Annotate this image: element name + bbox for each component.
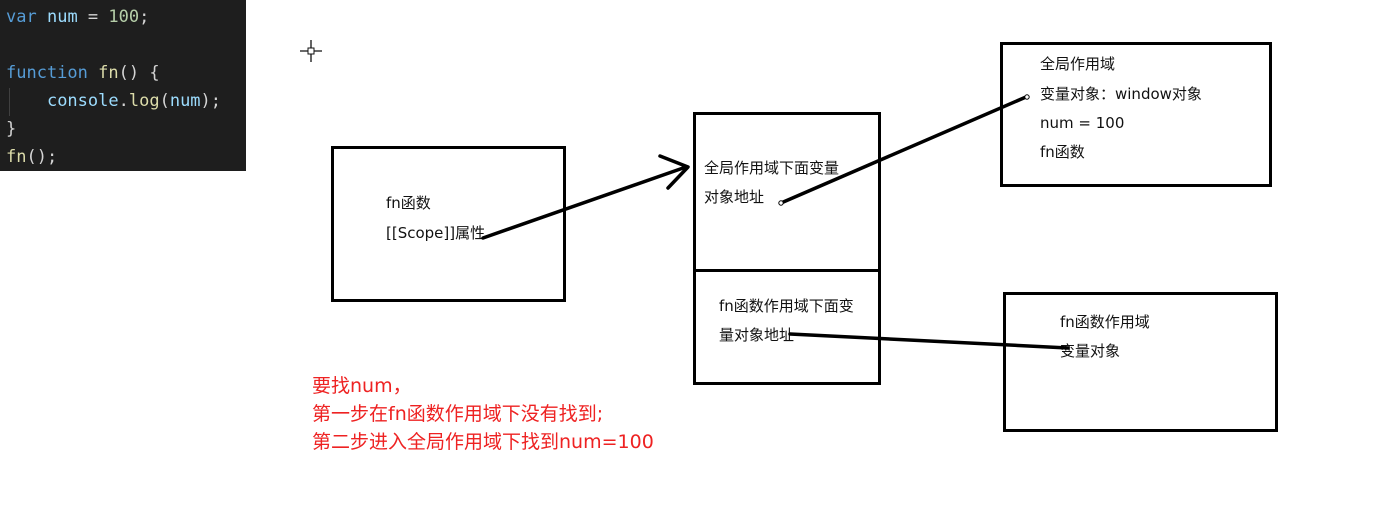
code-line-5: } bbox=[6, 119, 17, 139]
keyword-function: function bbox=[6, 63, 88, 83]
note-line-2: 第一步在fn函数作用域下没有找到; bbox=[312, 403, 604, 425]
crosshair-cursor-icon bbox=[300, 40, 322, 62]
fn-function-box bbox=[331, 146, 566, 302]
fn-ref-label-line1: fn函数作用域下面变 bbox=[719, 297, 854, 315]
fn-ref-label-line2: 量对象地址 bbox=[719, 326, 795, 344]
fn-scope-box bbox=[1003, 292, 1278, 432]
fn-var-object-label: 变量对象 bbox=[1060, 342, 1121, 360]
global-var-object-label: 变量对象：window对象 bbox=[1040, 85, 1202, 103]
scope-pointer-arrow bbox=[481, 165, 688, 240]
global-scope-title: 全局作用域 bbox=[1040, 55, 1116, 73]
fn-ref-link bbox=[788, 332, 1070, 350]
fn-scope-title: fn函数作用域 bbox=[1060, 313, 1150, 331]
function-name: fn bbox=[98, 63, 119, 83]
code-editor-panel: var num = 100; function fn() { console.l… bbox=[0, 0, 246, 171]
code-line-4: console.log(num); bbox=[6, 87, 221, 115]
variable-num: num bbox=[46, 7, 78, 27]
call-function-name: fn bbox=[6, 147, 27, 167]
member-dot: . bbox=[118, 91, 129, 111]
num-value-label: num = 100 bbox=[1040, 114, 1125, 132]
console-object: console bbox=[46, 91, 119, 111]
fn-function-title: fn函数 bbox=[386, 194, 431, 212]
log-method: log bbox=[128, 91, 160, 111]
semicolon: ; bbox=[139, 7, 150, 27]
global-ref-link-end-dot bbox=[1024, 94, 1030, 100]
argument-num: num bbox=[169, 91, 201, 111]
global-ref-link bbox=[779, 95, 1028, 205]
number-literal: 100 bbox=[108, 7, 140, 27]
call-parens: (); bbox=[26, 147, 58, 167]
assign-operator: = bbox=[77, 7, 109, 27]
note-line-1: 要找num， bbox=[312, 375, 412, 397]
code-line-6: fn(); bbox=[6, 143, 57, 171]
function-signature: () { bbox=[118, 63, 160, 83]
open-paren: ( bbox=[159, 91, 170, 111]
indent-guide bbox=[9, 88, 10, 116]
fn-item-label: fn函数 bbox=[1040, 143, 1085, 161]
close-paren: ); bbox=[200, 91, 222, 111]
global-ref-label-line1: 全局作用域下面变量 bbox=[704, 159, 840, 177]
scope-property-label: [[Scope]]属性 bbox=[386, 224, 486, 242]
code-line-3: function fn() { bbox=[6, 59, 160, 87]
global-ref-link-start-dot bbox=[778, 200, 784, 206]
keyword-var: var bbox=[6, 7, 37, 27]
note-line-3: 第二步进入全局作用域下找到num=100 bbox=[312, 431, 654, 453]
scope-chain-fn-cell bbox=[693, 269, 881, 385]
scope-pointer-arrowhead bbox=[658, 154, 690, 190]
global-ref-label-line2: 对象地址 bbox=[704, 188, 765, 206]
global-scope-box bbox=[1000, 42, 1272, 187]
code-line-1: var num = 100; bbox=[6, 3, 149, 31]
